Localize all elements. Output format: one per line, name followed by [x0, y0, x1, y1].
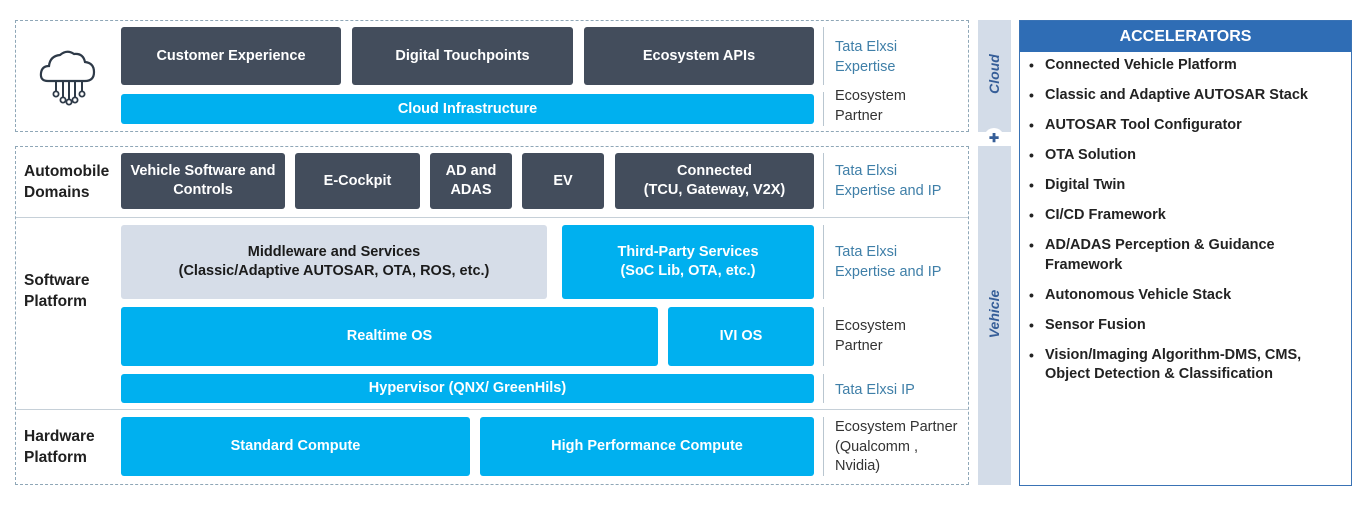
bracket [823, 374, 824, 403]
plus-icon: ✚ [984, 128, 1004, 148]
list-item: • AD/ADAS Perception & Guidance Framework [1029, 236, 1349, 275]
accelerators-panel: ACCELERATORS • Connected Vehicle Platform… [1019, 20, 1352, 486]
high-performance-compute-box: High Performance Compute [480, 417, 814, 476]
hypervisor-bar: Hypervisor (QNX/ GreenHils) [121, 374, 814, 403]
ecosystem-apis-box: Ecosystem APIs [584, 27, 814, 85]
divider [16, 217, 968, 218]
list-item: • OTA Solution [1029, 146, 1349, 166]
accelerator-label: AUTOSAR Tool Configurator [1045, 117, 1242, 133]
list-item: • Vision/Imaging Algorithm-DMS, CMS, Obje… [1029, 346, 1349, 385]
bullet: • [1029, 117, 1034, 133]
bullet: • [1029, 346, 1034, 363]
accelerator-label: Sensor Fusion [1045, 316, 1146, 333]
list-item: • CI/CD Framework [1029, 206, 1349, 226]
vehicle-software-controls-box: Vehicle Software and Controls [121, 153, 285, 209]
list-item: • Sensor Fusion [1029, 316, 1349, 336]
vehicle-label: Vehicle [986, 289, 1002, 339]
vehicle-panel [15, 146, 969, 485]
list-item: • Autonomous Vehicle Stack [1029, 286, 1349, 306]
side-label-tata-elxsi-ip: Tata Elxsi IP [835, 382, 915, 398]
accelerator-label: AD/ADAS Perception & Guidance Framework [1045, 237, 1275, 273]
row-label-software-platform: Software Platform [24, 272, 90, 310]
accelerators-title: ACCELERATORS [1020, 21, 1351, 52]
cloud-panel [15, 20, 969, 132]
row-label-hardware-platform: Hardware Platform [24, 428, 95, 466]
bullet: • [1029, 286, 1034, 303]
bracket [823, 92, 824, 126]
bullet: • [1029, 316, 1034, 333]
bullet: • [1029, 177, 1034, 193]
bullet: • [1029, 237, 1034, 253]
bullet: • [1029, 57, 1034, 73]
accelerator-label: Classic and Adaptive AUTOSAR Stack [1045, 87, 1308, 103]
list-item: • Digital Twin [1029, 176, 1349, 196]
third-party-services-box: Third-Party Services (SoC Lib, OTA, etc.… [562, 225, 814, 299]
accelerator-label: Connected Vehicle Platform [1045, 57, 1237, 73]
standard-compute-box: Standard Compute [121, 417, 470, 476]
side-label-hardware-partner: Ecosystem Partner (Qualcomm , Nvidia) [835, 419, 958, 474]
middleware-services-box: Middleware and Services (Classic/Adaptiv… [121, 225, 547, 299]
ev-box: EV [522, 153, 604, 209]
digital-touchpoints-box: Digital Touchpoints [352, 27, 573, 85]
realtime-os-box: Realtime OS [121, 307, 658, 366]
bullet: • [1029, 87, 1034, 103]
connected-box: Connected (TCU, Gateway, V2X) [615, 153, 814, 209]
bracket [823, 225, 824, 299]
vehicle-strip [978, 146, 1011, 485]
bracket [823, 307, 824, 366]
list-item: • Classic and Adaptive AUTOSAR Stack [1029, 86, 1349, 106]
side-label-cloud-partner: Ecosystem Partner [835, 88, 906, 124]
e-cockpit-box: E-Cockpit [295, 153, 420, 209]
side-label-automobile: Tata Elxsi Expertise and IP [835, 163, 942, 199]
ad-adas-box: AD and ADAS [430, 153, 512, 209]
accelerator-label: CI/CD Framework [1045, 207, 1166, 223]
cloud-infrastructure-bar: Cloud Infrastructure [121, 94, 814, 124]
accelerator-label: Digital Twin [1045, 177, 1126, 193]
side-label-cloud-expertise: Tata Elxsi Expertise [835, 39, 898, 75]
cloud-strip [978, 20, 1011, 132]
side-label-software-expertise: Tata Elxsi Expertise and IP [835, 244, 942, 280]
cloud-circuit-icon [36, 45, 100, 107]
bracket [823, 27, 824, 85]
customer-experience-box: Customer Experience [121, 27, 341, 85]
cloud-label: Cloud [986, 54, 1002, 94]
ivi-os-box: IVI OS [668, 307, 814, 366]
bracket [823, 417, 824, 476]
bracket [823, 153, 824, 209]
accelerator-label: OTA Solution [1045, 147, 1137, 163]
side-label-software-partner: Ecosystem Partner [835, 318, 906, 354]
row-label-automobile-domains: Automobile Domains [24, 163, 110, 201]
accelerator-label: Vision/Imaging Algorithm-DMS, CMS, Objec… [1045, 346, 1302, 383]
bullet: • [1029, 207, 1034, 223]
divider [16, 409, 968, 410]
bullet: • [1029, 147, 1034, 163]
list-item: • AUTOSAR Tool Configurator [1029, 116, 1349, 136]
accelerators-list: • Connected Vehicle Platform • Classic and… [1029, 56, 1349, 395]
accelerator-label: Autonomous Vehicle Stack [1045, 286, 1232, 303]
list-item: • Connected Vehicle Platform [1029, 56, 1349, 76]
